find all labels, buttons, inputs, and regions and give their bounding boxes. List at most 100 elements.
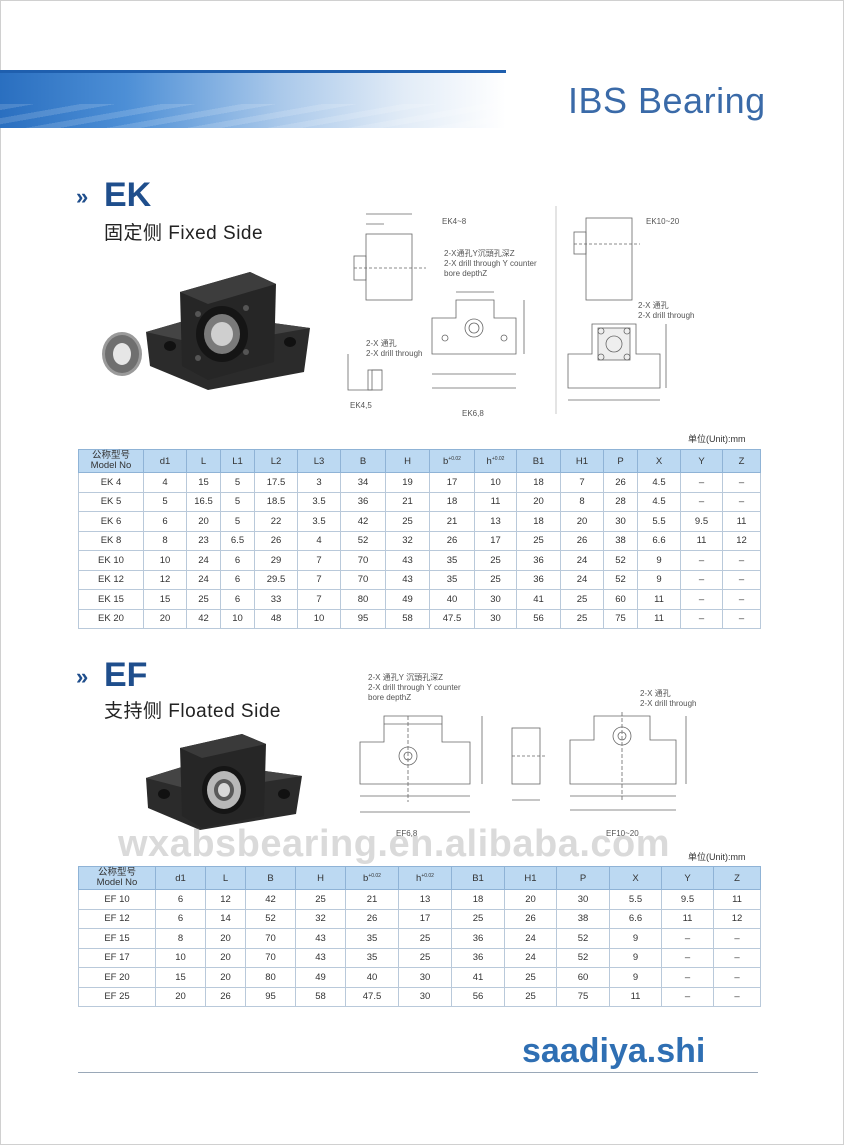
value-cell: 6.6 (637, 530, 681, 551)
value-cell: – (680, 569, 723, 590)
ek-through-cn-label: 2-X 通孔 (366, 338, 397, 348)
model-cell: EK 15 (78, 589, 144, 610)
value-cell: 8 (155, 928, 206, 949)
value-cell: 18 (516, 511, 561, 532)
value-cell: – (680, 472, 723, 493)
ek-header-l3: L3 (297, 449, 341, 473)
ek-header-l: L (186, 449, 221, 473)
ef-header-p: P (556, 866, 610, 890)
value-cell: – (661, 947, 714, 968)
value-cell: 34 (340, 472, 386, 493)
value-cell: – (722, 589, 761, 610)
brand-title: IBS Bearing (568, 80, 766, 121)
value-cell: 11 (637, 608, 681, 629)
value-cell: 11 (609, 986, 662, 1007)
ek-header-z: Z (722, 449, 761, 473)
value-cell: 48 (254, 608, 298, 629)
ek-header-d1: d1 (143, 449, 187, 473)
value-cell: 60 (603, 589, 638, 610)
ef-spec-table: 公称型号 Model No d1 L B H b+0.02 h+0.02 B1 … (78, 866, 761, 1007)
value-cell: – (713, 947, 761, 968)
value-cell: – (722, 550, 761, 571)
value-cell: 26 (345, 908, 399, 929)
ek45-label: EK4,5 (350, 401, 372, 410)
ef-header-z: Z (713, 866, 761, 890)
model-cell: EF 25 (78, 986, 156, 1007)
value-cell: 95 (245, 986, 296, 1007)
value-cell: – (661, 967, 714, 988)
value-cell: 19 (385, 472, 430, 493)
value-cell: 24 (504, 947, 557, 968)
value-cell: 80 (245, 967, 296, 988)
value-cell: 12 (143, 569, 187, 590)
value-cell: 70 (340, 569, 386, 590)
value-cell: – (661, 986, 714, 1007)
value-cell: 38 (556, 908, 610, 929)
value-cell: 8 (560, 491, 604, 512)
value-cell: 52 (556, 928, 610, 949)
value-cell: 9 (609, 928, 662, 949)
value-cell: 25 (451, 908, 505, 929)
ef68-label: EF6,8 (396, 829, 418, 838)
value-cell: 11 (722, 511, 761, 532)
value-cell: 41 (516, 589, 561, 610)
value-cell: 75 (556, 986, 610, 1007)
value-cell: 22 (254, 511, 298, 532)
value-cell: 25 (504, 986, 557, 1007)
ek-header-l1: L1 (220, 449, 255, 473)
value-cell: 32 (385, 530, 430, 551)
value-cell: 9.5 (661, 889, 714, 910)
value-cell: 24 (186, 569, 221, 590)
value-cell: 4 (143, 472, 187, 493)
value-cell: – (661, 928, 714, 949)
value-cell: 40 (345, 967, 399, 988)
value-cell: 28 (603, 491, 638, 512)
value-cell: 6 (155, 889, 206, 910)
ef-header-h1: H1 (504, 866, 557, 890)
value-cell: 17 (398, 908, 452, 929)
value-cell: 13 (474, 511, 517, 532)
value-cell: 26 (205, 986, 246, 1007)
value-cell: 26 (603, 472, 638, 493)
value-cell: 30 (474, 608, 517, 629)
ek68-label: EK6,8 (462, 409, 484, 418)
model-cell: EK 10 (78, 550, 144, 571)
value-cell: 11 (713, 889, 761, 910)
value-cell: 49 (295, 967, 346, 988)
ef-header-h-small: h+0.02 (398, 866, 452, 890)
value-cell: 25 (385, 511, 430, 532)
ef-drill-en1-label: 2-X drill through Y counter (368, 683, 461, 692)
value-cell: 52 (340, 530, 386, 551)
ek-drill-en1-label: 2-X drill through Y counter (444, 259, 537, 268)
value-cell: 36 (516, 550, 561, 571)
value-cell: 20 (205, 928, 246, 949)
watermark: wxabsbearing.en.alibaba.com (118, 823, 671, 865)
value-cell: 6.5 (220, 530, 255, 551)
value-cell: 9 (609, 947, 662, 968)
value-cell: – (680, 550, 723, 571)
value-cell: 4.5 (637, 491, 681, 512)
value-cell: 30 (603, 511, 638, 532)
value-cell: 5.5 (637, 511, 681, 532)
value-cell: 4.5 (637, 472, 681, 493)
value-cell: 5.5 (609, 889, 662, 910)
value-cell: 9 (609, 967, 662, 988)
value-cell: 18 (451, 889, 505, 910)
value-cell: 11 (474, 491, 517, 512)
model-cell: EF 10 (78, 889, 156, 910)
ef-through-cn-label: 2-X 通孔 (640, 688, 671, 698)
ef-arrow-icon: » (76, 664, 89, 689)
value-cell: 11 (680, 530, 723, 551)
value-cell: 80 (340, 589, 386, 610)
ef-header-b-small: b+0.02 (345, 866, 399, 890)
value-cell: 58 (385, 608, 430, 629)
value-cell: 25 (560, 608, 604, 629)
ef-header-b1: B1 (451, 866, 505, 890)
value-cell: 9 (637, 569, 681, 590)
value-cell: 35 (345, 928, 399, 949)
model-cell: EK 6 (78, 511, 144, 532)
